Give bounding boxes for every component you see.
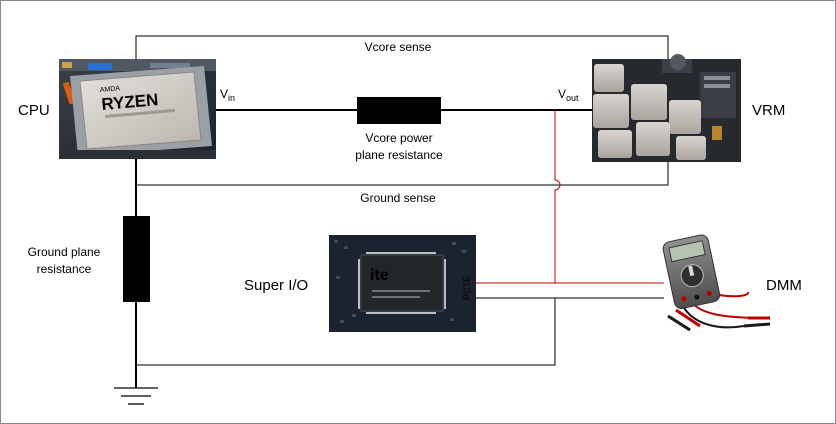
- vout-red-sense-wire: [554, 110, 561, 283]
- ground-plane-resistor: [123, 216, 150, 302]
- cpu-brand-mark: RYZEN: [101, 90, 159, 114]
- vin-label: Vin: [220, 87, 235, 103]
- vin-label-sub: in: [228, 93, 235, 103]
- cpu-label: CPU: [18, 102, 50, 119]
- vout-label-sub: out: [566, 93, 579, 103]
- super-io-image: ite PCTE: [329, 235, 476, 332]
- dmm-label: DMM: [766, 277, 802, 294]
- vout-label: Vout: [558, 87, 579, 103]
- ground-resistance-label-line2: resistance: [37, 262, 92, 276]
- ground-return-wire: [136, 298, 556, 366]
- wire-network: [135, 35, 669, 388]
- vcore-plane-resistor: [357, 97, 441, 124]
- ground-resistance-label-line1: Ground plane: [28, 245, 101, 259]
- cpu-image: AMDA RYZEN: [59, 59, 216, 159]
- vcore-sense-label: Vcore sense: [365, 40, 432, 54]
- vin-label-main: V: [220, 87, 228, 101]
- ground-symbol-icon: [114, 387, 158, 405]
- vout-label-main: V: [558, 87, 566, 101]
- vcore-resistance-label-line1: Vcore power: [365, 131, 432, 145]
- pcb-marking: PCTE: [462, 276, 472, 300]
- vrm-label: VRM: [752, 102, 785, 119]
- red-sense-network: [476, 110, 664, 284]
- vrm-image: [592, 54, 741, 162]
- vcore-sense-wire: [135, 35, 669, 60]
- ground-sense-label: Ground sense: [360, 191, 436, 205]
- super-io-chip-body: [360, 254, 444, 312]
- ground-sense-wire: [136, 162, 669, 186]
- dmm-image: [662, 234, 771, 332]
- super-io-label: Super I/O: [244, 277, 308, 294]
- vcore-resistance-label-line2: plane resistance: [355, 148, 443, 162]
- super-io-logo: ite: [370, 267, 389, 284]
- cpu-maker-mark: AMDA: [100, 85, 121, 94]
